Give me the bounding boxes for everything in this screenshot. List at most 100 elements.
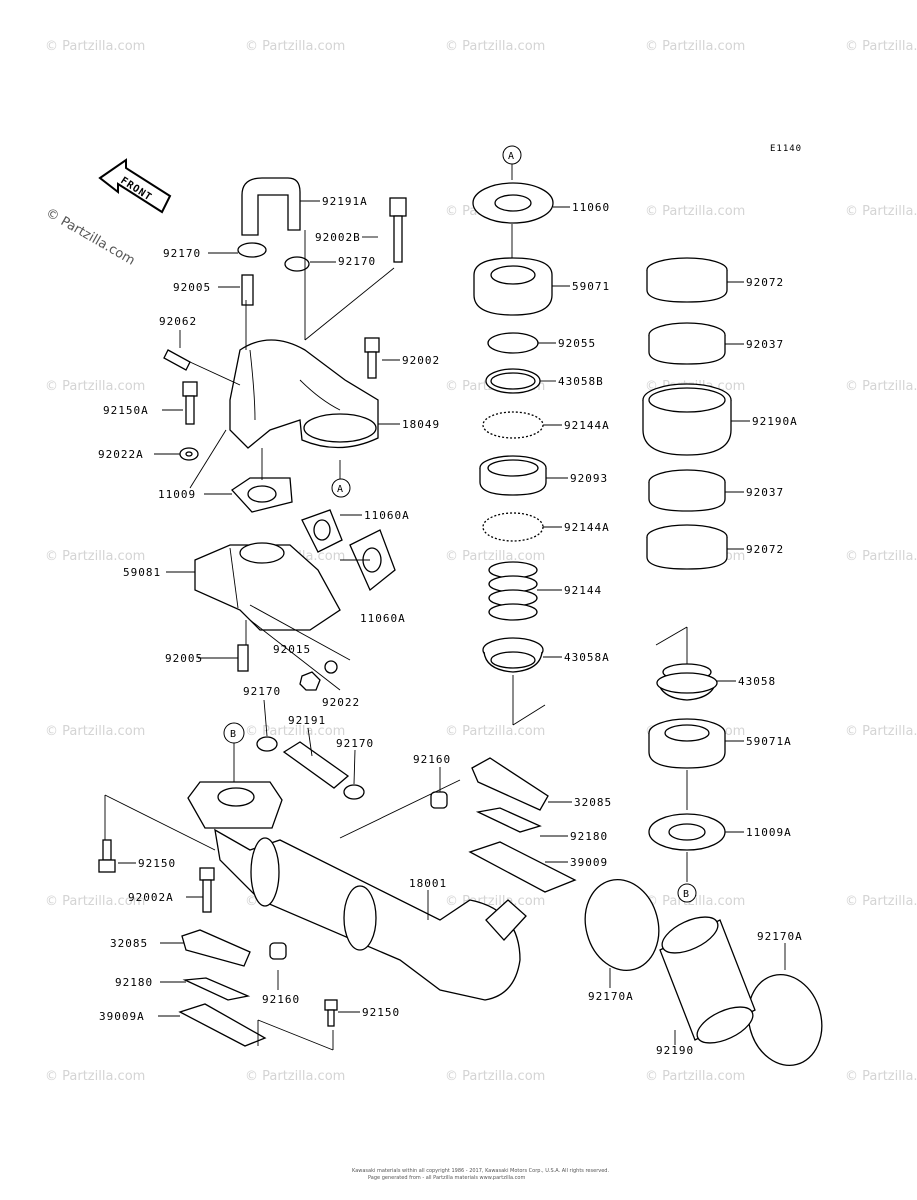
part-labels-left: 92191A 92002B 92170 92170 92005 92062 92… xyxy=(98,195,611,1023)
part-label: 43058 xyxy=(738,675,776,688)
part-label: 92022A xyxy=(98,448,144,461)
clamp-92170-part xyxy=(237,242,310,272)
part-label: 92015 xyxy=(273,643,311,656)
manifold-59081-part xyxy=(194,542,341,631)
watermark: © Partzilla.com xyxy=(245,39,345,54)
part-label: 92002B xyxy=(315,231,361,244)
bolt-92002A-part xyxy=(199,867,215,913)
spring-92144-part xyxy=(488,561,538,621)
watermark: © Partzilla.com xyxy=(445,1069,545,1084)
part-label: 92144 xyxy=(564,584,602,597)
part-label: 59081 xyxy=(123,566,161,579)
plate-11009A-part xyxy=(648,770,726,882)
part-label: 92180 xyxy=(570,830,608,843)
part-label: 92160 xyxy=(413,753,451,766)
gasket-11009-part xyxy=(231,477,293,513)
part-label: 92055 xyxy=(558,337,596,350)
part-label: 92144A xyxy=(564,419,610,432)
fitting-92005-lower-part xyxy=(237,644,249,672)
watermark: © Partzilla.com xyxy=(45,549,145,564)
watermark: © Partzilla.com xyxy=(45,724,145,739)
part-label: 92170 xyxy=(336,737,374,750)
watermark: © Partzilla.com xyxy=(645,39,745,54)
part-label: 92180 xyxy=(115,976,153,989)
part-label: 92170 xyxy=(163,247,201,260)
part-label: 39009 xyxy=(570,856,608,869)
watermark: © Partzilla.com xyxy=(445,549,545,564)
part-label: 92170A xyxy=(588,990,634,1003)
part-labels-right: 92072 92037 92190A 92037 92072 43058 590… xyxy=(588,276,802,1057)
watermark: © Partzilla.com xyxy=(245,724,345,739)
pin-92062-part xyxy=(163,349,191,371)
part-label: 39009A xyxy=(99,1010,145,1023)
exhaust-pipe-18049-part xyxy=(229,339,379,449)
part-label: 92191A xyxy=(322,195,368,208)
part-label: 43058A xyxy=(564,651,610,664)
part-label: 92037 xyxy=(746,486,784,499)
part-label: 11060A xyxy=(364,509,410,522)
bellows-92190A-part xyxy=(642,383,732,456)
part-label: 92002 xyxy=(402,354,440,367)
bolt-92002B-part xyxy=(389,197,407,263)
nut-92015-part xyxy=(299,671,321,691)
watermark: © Partzilla.com xyxy=(45,894,145,909)
watermark: © Partzilla.com xyxy=(845,724,917,739)
part-label: 18049 xyxy=(402,418,440,431)
watermark: © Partzilla.com xyxy=(645,894,745,909)
gasket-11060A-part xyxy=(301,509,396,592)
ref-a-label: A xyxy=(337,484,343,495)
watermark: © Partzilla.com xyxy=(445,39,545,54)
part-label: 92150 xyxy=(362,1006,400,1019)
o-ring-92055-part xyxy=(487,332,539,354)
hose-92191-part xyxy=(282,741,350,789)
part-label: 92005 xyxy=(165,652,203,665)
part-label: 92190 xyxy=(656,1044,694,1057)
bolt-92150A-part xyxy=(182,381,198,425)
bellows-92190-part xyxy=(659,916,756,1044)
part-label: 92170 xyxy=(338,255,376,268)
diagram-code: E1140 xyxy=(770,144,802,154)
fitting-92005-part xyxy=(241,274,254,306)
bracket-32085-part xyxy=(181,757,549,967)
footer-copyright: Kawasaki materials within all copyright … xyxy=(352,1168,609,1181)
seal-92093-part xyxy=(479,455,547,496)
watermark: © Partzilla.com xyxy=(45,1069,145,1084)
washer-92022-part xyxy=(324,660,338,674)
watermark: © Partzilla.com xyxy=(445,724,545,739)
clamp-92170-lower-part xyxy=(256,736,365,800)
part-label: 59071A xyxy=(746,735,792,748)
part-label: 11060 xyxy=(572,201,610,214)
damper-92180-part xyxy=(182,807,542,1001)
watermark: © Partzilla.com xyxy=(245,1069,345,1084)
watermark: © Partzilla.com xyxy=(845,379,917,394)
watermark: © Partzilla.com xyxy=(45,39,145,54)
part-label: 92150A xyxy=(103,404,149,417)
ref-b-label: B xyxy=(683,889,689,900)
hose-92191A-part xyxy=(241,177,301,236)
part-label: 92160 xyxy=(262,993,300,1006)
watermark: © Partzilla.com xyxy=(845,39,917,54)
part-label: 32085 xyxy=(110,937,148,950)
washer-92022A-part xyxy=(179,447,199,461)
seat-43058A-part xyxy=(482,637,546,726)
part-label: 11060A xyxy=(360,612,406,625)
ref-a-top-marker: A xyxy=(502,145,522,180)
part-label: 92170 xyxy=(243,685,281,698)
part-label: 92022 xyxy=(322,696,360,709)
part-label: 92072 xyxy=(746,276,784,289)
plate-39009-part xyxy=(178,841,577,1047)
bolt-92002-part xyxy=(364,337,380,379)
footer-line: Kawasaki materials within all copyright … xyxy=(352,1168,609,1174)
part-label: 92072 xyxy=(746,543,784,556)
footer-line: Page generated from - all Partzilla mate… xyxy=(368,1175,525,1181)
front-arrow-icon: FRONT xyxy=(98,158,172,214)
ref-b-bottom-marker: B xyxy=(677,883,697,903)
part-label: 92002A xyxy=(128,891,174,904)
side-watermark: © Partzilla.com xyxy=(43,205,137,268)
part-label: 43058B xyxy=(558,375,604,388)
part-label: 92190A xyxy=(752,415,798,428)
part-label: 92150 xyxy=(138,857,176,870)
collar-92160-part xyxy=(269,791,448,960)
bolt-92150-lower-part xyxy=(98,839,338,1027)
